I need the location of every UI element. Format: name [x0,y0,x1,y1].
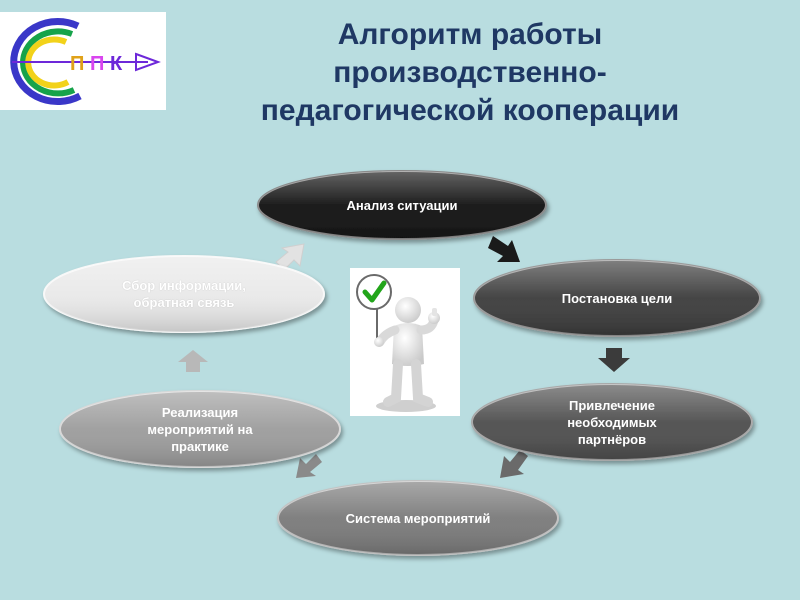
arrow-system-to-implementation [296,454,322,478]
person-figure-icon [356,274,440,412]
step-analysis-label: Анализ ситуации [346,197,458,213]
title-line-2: производственно- [333,56,607,89]
checkmark-icon [362,280,387,303]
step-goal [473,259,761,337]
arrow-partners-to-system [500,450,528,478]
step-goal-label: Постановка цели [561,290,673,306]
logo-letter-2: П [90,53,104,75]
step-system-label: Система мероприятий [345,510,491,526]
step-partners-label: Привлечение необходимых партнёров [567,397,657,447]
logo: П П К [0,12,166,110]
arrow-analysis-to-goal [488,236,520,262]
step-system [277,480,559,556]
title-line-3: педагогической кооперации [260,94,680,127]
page-title: Алгоритм работы производственно- педагог… [190,16,750,130]
step-feedback [43,255,325,333]
arrow-implementation-to-feedback [178,350,208,372]
step-partners [471,383,753,461]
title-line-1: Алгоритм работы [337,18,603,51]
person-with-checkmark-sign-icon [350,268,460,416]
step-implementation-label: Реализация мероприятий на практике [147,404,253,454]
step-implementation [59,390,341,468]
ppk-logo-icon: П П К [10,18,161,105]
logo-letter-3: К [110,53,123,75]
logo-letter-1: П [70,53,84,75]
step-feedback-label: Сбор информации, обратная связь [122,278,246,310]
step-analysis [257,170,547,240]
arrow-goal-to-partners [598,348,630,372]
